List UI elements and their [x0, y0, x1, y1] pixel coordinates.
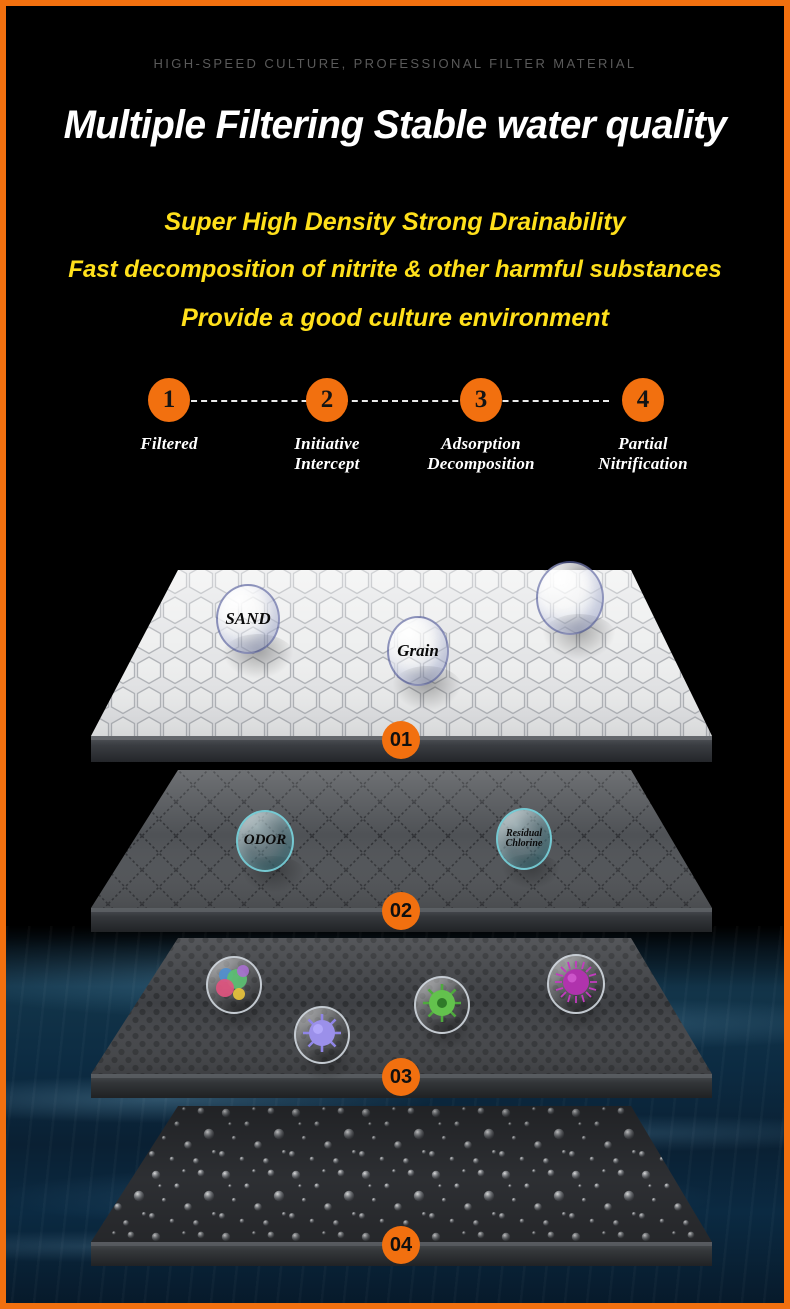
filter-layer-03-bubble-virus-violet[interactable]: [294, 1006, 350, 1064]
subline-1: Super High Density Strong Drainability: [164, 208, 626, 236]
virus-green-icon: [420, 981, 464, 1030]
bubble-label-sand: SAND: [225, 609, 271, 629]
bubble-label-residual-line1: Residual: [505, 827, 543, 839]
filter-layer-02-bubble-odor[interactable]: ODOR: [236, 810, 294, 872]
bubble-label-odor: ODOR: [243, 832, 287, 849]
filter-layer-stack: SAND Grain 01: [6, 6, 784, 1303]
step-number-badge-2: 2: [306, 378, 348, 422]
step-label-2-line2: Intercept: [294, 454, 360, 473]
virus-magenta-icon: [553, 959, 599, 1010]
subline-3: Provide a good culture environment: [181, 304, 609, 332]
filter-layer-02-bubble-residual-chlorine[interactable]: Residual Chlorine: [496, 808, 552, 870]
filter-layer-03-bubble-virus-magenta[interactable]: [547, 954, 605, 1014]
filter-layer-02[interactable]: ODOR Residual Chlorine 02: [6, 768, 784, 936]
filter-layer-01-bubble-grain[interactable]: Grain: [387, 616, 449, 686]
filter-layer-04-badge: 04: [382, 1226, 420, 1264]
filter-layer-01-bubble-sand[interactable]: SAND: [216, 584, 280, 654]
bubble-label-residual-line2: Chlorine: [505, 838, 543, 849]
filter-layer-03[interactable]: 03: [6, 936, 784, 1104]
process-step-4[interactable]: 4 Partial Nitrification: [568, 378, 718, 474]
filter-layer-03-bubble-virus-green[interactable]: [414, 976, 470, 1034]
step-number-badge-3: 3: [460, 378, 502, 422]
filter-layer-01-badge: 01: [382, 721, 420, 759]
filter-layer-03-bubble-bacteria-cluster[interactable]: [206, 956, 262, 1014]
step-number-badge-4: 4: [622, 378, 664, 422]
filter-layer-01-bubble-empty[interactable]: [536, 561, 604, 635]
eyebrow-text: HIGH-SPEED CULTURE, PROFESSIONAL FILTER …: [153, 56, 637, 71]
filter-layer-04[interactable]: 04: [6, 1104, 784, 1272]
page-title: Multiple Filtering Stable water quality: [63, 103, 727, 147]
step-number-badge-1: 1: [148, 378, 190, 422]
process-step-3[interactable]: 3 Adsorption Decomposition: [406, 378, 556, 474]
filter-layer-02-surface: [6, 768, 784, 936]
step-label-4-line1: Partial: [618, 434, 668, 453]
step-label-3-line1: Adsorption: [441, 434, 521, 453]
filter-layer-04-surface: [6, 1104, 784, 1272]
process-step-row: 1 Filtered 2 Initiative Intercept 3 Adso…: [6, 378, 784, 498]
filter-layer-02-badge: 02: [382, 892, 420, 930]
bacteria-cluster-icon: [212, 961, 256, 1010]
filter-layer-01[interactable]: SAND Grain 01: [6, 561, 784, 766]
filter-layer-03-badge: 03: [382, 1058, 420, 1096]
subline-2: Fast decomposition of nitrite & other ha…: [68, 256, 722, 283]
subline-group: Super High Density Strong Drainability F…: [6, 198, 784, 342]
step-label-1-line1: Filtered: [140, 434, 198, 453]
bubble-label-grain: Grain: [397, 641, 439, 661]
step-label-3-line2: Decomposition: [427, 454, 535, 473]
step-label-4-line2: Nitrification: [598, 454, 688, 473]
process-step-2[interactable]: 2 Initiative Intercept: [252, 378, 402, 474]
step-label-2-line1: Initiative: [294, 434, 360, 453]
filter-layer-03-surface: [6, 936, 784, 1104]
process-step-1[interactable]: 1 Filtered: [94, 378, 244, 454]
virus-violet-icon: [300, 1011, 344, 1060]
step-connector-dashed-line: [181, 400, 609, 402]
